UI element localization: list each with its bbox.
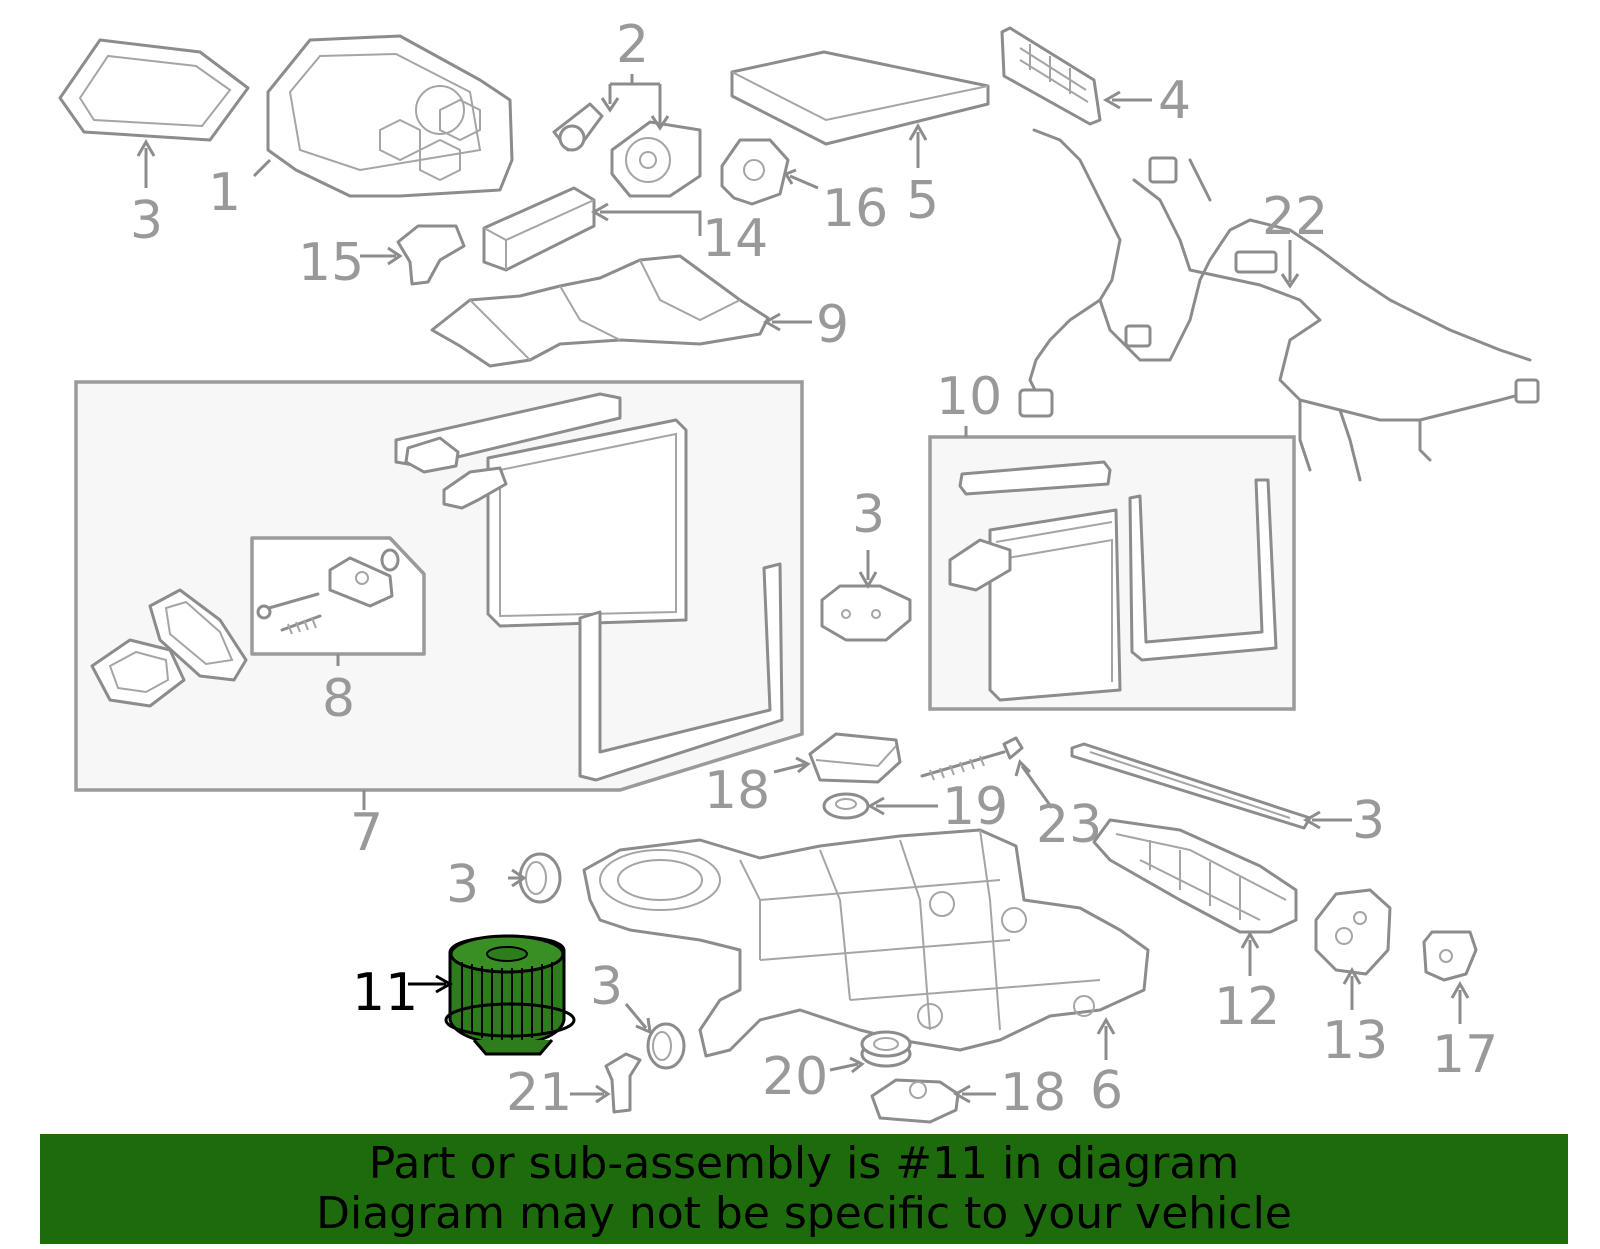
callout-23: 23 (1036, 795, 1102, 855)
part-16-actuator[interactable] (720, 138, 819, 206)
callout-17: 17 (1432, 1025, 1498, 1085)
part-12-duct[interactable] (1092, 818, 1298, 976)
callout-1: 1 (208, 163, 241, 223)
part-6-lower-case[interactable] (582, 828, 1150, 1060)
banner-line-disclaimer: Diagram may not be specific to your vehi… (316, 1188, 1292, 1239)
callout-15: 15 (298, 233, 364, 293)
part-7-evaporator-assembly[interactable] (90, 392, 784, 810)
part-22-harness[interactable] (1018, 128, 1540, 482)
part-3-seal-right[interactable] (1070, 742, 1352, 830)
callout-20: 20 (762, 1047, 828, 1107)
callout-3: 3 (446, 855, 479, 915)
part-23-screw[interactable] (920, 736, 1054, 809)
callout-3: 3 (1352, 791, 1385, 851)
info-banner: Part or sub-assembly is #11 in diagram D… (40, 1134, 1568, 1244)
callout-13: 13 (1322, 1011, 1388, 1071)
callout-3: 3 (590, 957, 623, 1017)
part-11-blower-motor[interactable] (408, 934, 576, 1056)
part-2-actuator[interactable] (552, 74, 702, 198)
callout-21: 21 (506, 1063, 572, 1123)
callout-9: 9 (816, 295, 849, 355)
part-20-seal[interactable] (829, 1030, 912, 1074)
callout-6: 6 (1090, 1061, 1123, 1121)
callout-7: 7 (350, 803, 383, 863)
callout-4: 4 (1158, 71, 1191, 131)
callout-12: 12 (1214, 977, 1280, 1037)
part-17-actuator[interactable] (1422, 930, 1478, 1024)
part-4-bracket[interactable] (1000, 26, 1152, 126)
banner-line-part: Part or sub-assembly is #11 in diagram (368, 1138, 1240, 1189)
part-3-grommet-upper[interactable] (508, 852, 562, 904)
part-10-evaporator-kit[interactable] (948, 426, 1278, 702)
part-1-upper-case[interactable] (252, 34, 514, 198)
part-3-gasket-middle[interactable] (820, 550, 912, 642)
callout-14: 14 (702, 209, 768, 269)
part-15-clip[interactable] (360, 224, 466, 286)
part-18-actuator-lower[interactable] (870, 1078, 996, 1124)
part-13-actuator[interactable] (1314, 888, 1392, 1010)
callout-16: 16 (822, 179, 888, 239)
callout-22: 22 (1262, 187, 1328, 247)
part-14-module[interactable] (482, 186, 702, 272)
callout-8: 8 (322, 669, 355, 729)
callout-18: 18 (704, 761, 770, 821)
part-19-seal[interactable] (822, 792, 938, 820)
callout-3: 3 (130, 191, 163, 251)
callout-18: 18 (1000, 1063, 1066, 1123)
callout-10: 10 (936, 367, 1002, 427)
callout-19: 19 (942, 777, 1008, 837)
part-9-duct[interactable] (430, 254, 812, 368)
part-3-gasket-top-left[interactable] (58, 38, 250, 188)
part-3-grommet-lower[interactable] (624, 1003, 686, 1070)
callout-11: 11 (352, 963, 418, 1023)
part-18-actuator-upper[interactable] (773, 732, 902, 784)
part-8-valve[interactable] (256, 548, 400, 666)
callout-5: 5 (906, 171, 939, 231)
callout-2: 2 (616, 15, 649, 75)
part-5-filter[interactable] (730, 50, 990, 168)
part-21-drain-hose[interactable] (570, 1052, 642, 1114)
callout-3: 3 (852, 485, 885, 545)
